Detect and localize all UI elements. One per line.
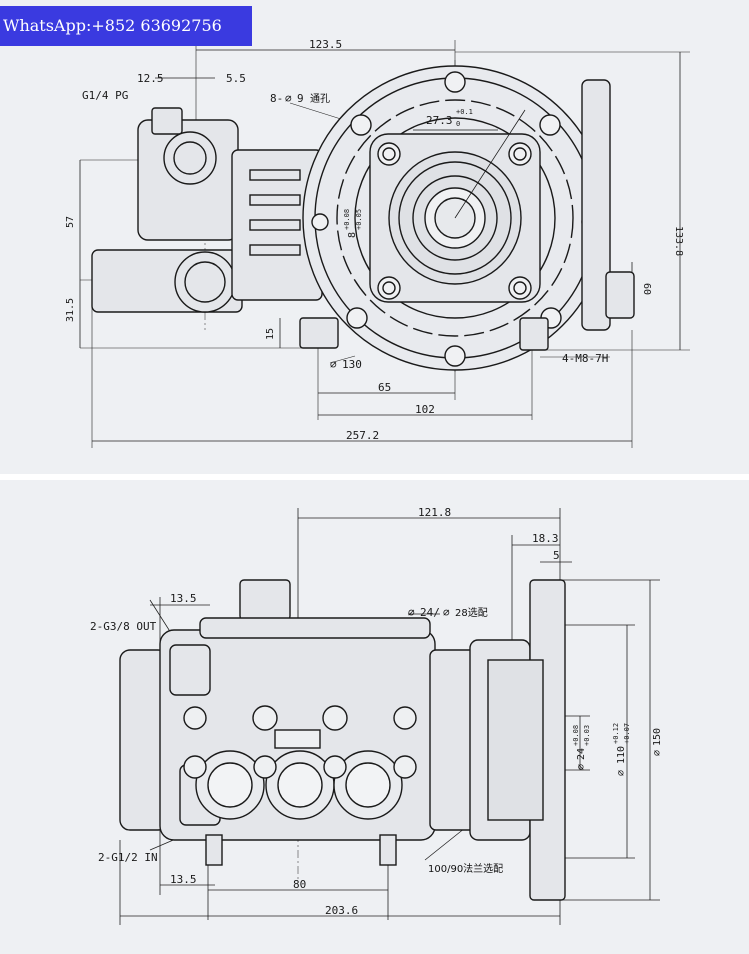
pump-head [91,107,339,349]
piston-ports [183,705,417,820]
dim-133-8: 133.8 [673,226,684,256]
dim-65: 65 [378,381,391,394]
diameter-symbol-icon: ∅ [285,92,292,105]
dim-5: 5 [553,549,560,562]
dim-257-2: 257.2 [346,429,379,442]
flange-option-label: 100/90法兰选配 [428,862,503,875]
top-view-panel: 123.5 12.5 5.5 G1/4 PG 8- ∅ 9 通孔 27.3 +0… [0,0,749,474]
svg-text:8: 8 [347,232,358,238]
svg-text:+0.07: +0.07 [623,723,631,744]
dim-dia-24: ∅ 24 +0.08 +0.03 [572,725,591,770]
shaft-option-24: 24/ [420,606,440,619]
svg-text:+0.05: +0.05 [355,209,363,230]
shaft-option-28: 28选配 [455,606,488,619]
dim-123-5: 123.5 [309,38,342,51]
svg-text:∅: ∅ [576,764,587,770]
holes-count-label: 8- [270,92,283,105]
dim-5-5: 5.5 [226,72,246,85]
thread-4-m8-label: 4-M8-7H [562,352,608,365]
dim-102: 102 [415,403,435,416]
in-port-label: 2-G1/2 IN [98,851,158,864]
bottom-view-drawing: 121.8 18.3 5 13.5 2-G3/8 OUT ∅ 24/ ∅ 28选… [90,506,663,925]
diameter-symbol-icon: ∅ [408,606,415,619]
svg-text:+0.12: +0.12 [612,723,620,744]
dim-27-3-tol-down: 0 [456,120,460,128]
bottom-view-panel: 121.8 18.3 5 13.5 2-G3/8 OUT ∅ 24/ ∅ 28选… [0,480,749,954]
dim-60: 60 [641,283,652,295]
key-8-dim: 8 +0.08 +0.05 [343,209,363,238]
svg-text:150: 150 [652,728,663,746]
through-hole-note: 通孔 [310,93,330,105]
dim-27-3-tol-up: +0.1 [456,108,473,116]
dim-15: 15 [265,328,276,340]
dim-13-5-top: 13.5 [170,592,197,605]
pump-body-side [119,579,566,901]
dim-80: 80 [293,878,306,891]
svg-text:+0.03: +0.03 [583,725,591,746]
holes-diameter-label: 9 [297,92,304,105]
svg-text:110: 110 [616,746,627,764]
dim-dia-130: 130 [342,358,362,371]
dim-203-6: 203.6 [325,904,358,917]
diameter-symbol-icon: ∅ [443,606,450,619]
dim-121-8: 121.8 [418,506,451,519]
top-view-drawing: 123.5 12.5 5.5 G1/4 PG 8- ∅ 9 通孔 27.3 +0… [65,38,690,448]
diameter-symbol-icon: ∅ [330,358,337,371]
port-g1-4-label: G1/4 PG [82,89,128,102]
dim-13-5-bottom: 13.5 [170,873,197,886]
dim-18-3: 18.3 [532,532,559,545]
svg-text:∅: ∅ [652,750,663,756]
dim-31-5: 31.5 [65,298,76,322]
svg-text:+0.08: +0.08 [572,725,580,746]
svg-text:24: 24 [576,748,587,760]
svg-text:+0.08: +0.08 [343,209,351,230]
whatsapp-contact-banner: WhatsApp:+852 63692756 [0,6,252,46]
dim-dia-110: ∅ 110 +0.12 +0.07 [612,723,631,776]
dim-dia-150: ∅ 150 [652,728,663,756]
out-port-label: 2-G3/8 OUT [90,620,157,633]
svg-text:∅: ∅ [616,770,627,776]
dim-12-5: 12.5 [137,72,164,85]
dim-57: 57 [65,216,76,228]
gearbox-flange [302,65,635,371]
dim-27-3: 27.3 [426,114,453,127]
